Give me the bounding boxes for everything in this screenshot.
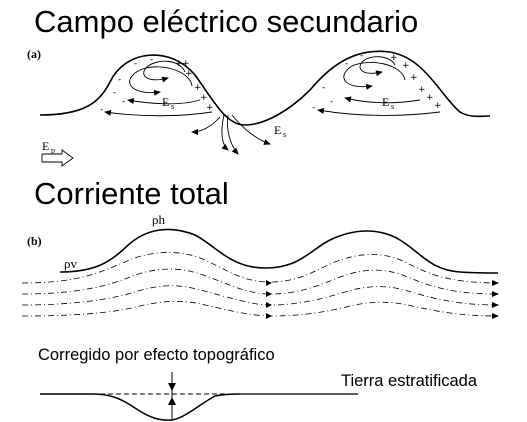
svg-text:+: + (410, 73, 418, 83)
field-arrow-valley-3 (231, 114, 271, 145)
label-es-left: E s (162, 95, 174, 111)
svg-text:+: + (182, 59, 190, 69)
svg-text:-: - (134, 59, 137, 69)
svg-text:E: E (274, 123, 281, 137)
label-rho-h: ρh (152, 212, 165, 227)
field-arrow-valley-4 (191, 116, 221, 135)
svg-text:-: - (113, 88, 116, 98)
panel-label-a: (a) (27, 47, 41, 61)
svg-text:s: s (391, 102, 394, 111)
svg-text:s: s (283, 130, 286, 139)
field-arrow-right-base (317, 108, 441, 116)
field-arrow-valley-1 (227, 114, 239, 155)
svg-text:E: E (42, 139, 49, 153)
title-secondary-field: Campo eléctrico secundario (34, 4, 419, 39)
svg-text:+: + (175, 59, 183, 69)
title-total-current: Corriente total (34, 176, 229, 211)
svg-text:s: s (171, 102, 174, 111)
panel-label-b: (b) (27, 234, 42, 248)
svg-text:-: - (312, 103, 315, 113)
svg-text:+: + (390, 53, 398, 63)
svg-text:-: - (150, 55, 153, 65)
label-es-valley: E s (274, 123, 286, 139)
svg-text:E: E (382, 95, 389, 109)
label-ep: E p (42, 139, 55, 155)
svg-text:+: + (402, 61, 410, 71)
svg-text:p: p (51, 146, 55, 155)
svg-text:-: - (360, 51, 363, 61)
svg-text:+: + (418, 85, 426, 95)
svg-text:+: + (426, 93, 434, 103)
field-loop-right-inner (359, 56, 396, 77)
svg-text:-: - (330, 97, 333, 107)
field-loop-left-inner (143, 60, 186, 83)
svg-text:+: + (206, 103, 214, 113)
label-rho-v: ρv (64, 256, 77, 271)
caption-corrected-topographic: Corregido por efecto topográfico (38, 346, 275, 364)
displacement-arrow-down-icon (168, 383, 176, 391)
field-loop-right-mid (343, 62, 406, 90)
terrain-surface-b (59, 228, 499, 274)
displacement-arrow-up-icon (168, 397, 176, 405)
field-arrow-left-es (127, 98, 201, 105)
terrain-surface-a (39, 50, 491, 126)
field-arrow-right-es (344, 96, 421, 104)
current-flow-midarrows (266, 280, 272, 319)
svg-text:+: + (434, 101, 442, 111)
label-es-right: E s (382, 95, 394, 111)
svg-text:-: - (118, 75, 121, 85)
field-arrow-left-base (104, 109, 213, 117)
svg-text:-: - (322, 83, 325, 93)
svg-text:+: + (194, 83, 202, 93)
field-loop-left-mid (129, 66, 193, 96)
caption-layered-earth: Tierra estratificada (341, 372, 478, 390)
svg-text:E: E (162, 95, 169, 109)
current-flow-lines (21, 252, 499, 319)
svg-text:+: + (200, 93, 208, 103)
charges-left-hill: ---- -- ++++++ (100, 55, 214, 115)
field-arrow-valley-2 (221, 114, 229, 151)
svg-text:-: - (345, 59, 348, 69)
svg-text:-: - (100, 105, 103, 115)
corrected-profile-curve (40, 393, 241, 421)
svg-text:+: + (185, 69, 193, 79)
charges-right-hill: ----- ++++++ (312, 51, 442, 113)
svg-text:-: - (122, 97, 125, 107)
primary-field-arrow-icon (41, 149, 74, 167)
